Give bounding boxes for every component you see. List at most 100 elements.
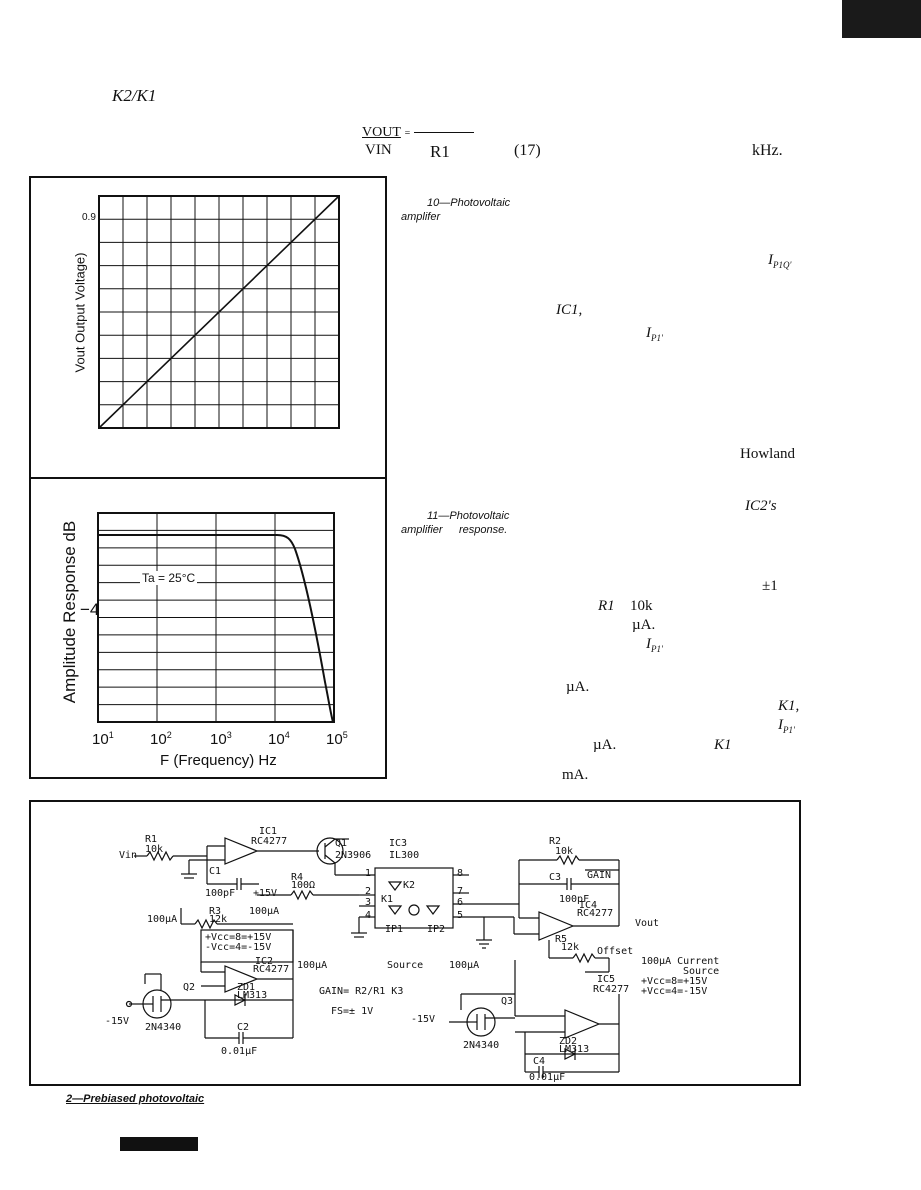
label-pin-5: 5 bbox=[457, 910, 464, 921]
fig10-ytick-top: 0.9 bbox=[82, 212, 96, 223]
eq-denominator: VIN bbox=[365, 142, 392, 158]
label-q1: Q1 bbox=[335, 838, 348, 849]
fig11-ylabel: Amplitude Response dB bbox=[60, 520, 79, 704]
eq-numerator: VOUT bbox=[362, 125, 401, 140]
khz-text: kHz. bbox=[752, 142, 783, 159]
k1-text-b: K1 bbox=[714, 737, 732, 753]
label-100ua-d: 100µA bbox=[449, 960, 480, 971]
label-vcc4b: +Vcc=4=-15V bbox=[641, 986, 708, 997]
ic1-ref: IC1, bbox=[556, 302, 583, 318]
eq-equals: = bbox=[404, 128, 411, 139]
label-c2-value: 0.01µF bbox=[221, 1046, 258, 1057]
label-vin: Vin bbox=[119, 850, 138, 861]
label-c1-value: 100pF bbox=[205, 888, 236, 899]
fig10-ylabel: Vout Output Voltage) bbox=[72, 252, 88, 373]
label-c2: C2 bbox=[237, 1022, 250, 1033]
label-ic1: IC1 bbox=[259, 826, 278, 837]
label-pin-8: 8 bbox=[457, 868, 464, 879]
label-pin-1: 1 bbox=[365, 868, 372, 879]
label-r1-value: 10k bbox=[145, 844, 164, 855]
label-minus15b: -15V bbox=[411, 1014, 436, 1025]
label-current-source-2: Source bbox=[683, 966, 720, 977]
label-k2: K2 bbox=[403, 880, 416, 891]
label-q3: Q3 bbox=[501, 996, 514, 1007]
label-100ua-c: 100µA bbox=[297, 960, 328, 971]
fig11-caption-word1: amplifier bbox=[401, 524, 443, 536]
label-ic2: IC2 bbox=[255, 956, 274, 967]
fig11-annotation: Ta = 25°C bbox=[140, 571, 198, 585]
fig11-caption-num: 11—Photovoltaic bbox=[427, 510, 510, 522]
label-vout: Vout bbox=[635, 918, 660, 929]
label-zd2-part: LM313 bbox=[559, 1044, 590, 1055]
label-c1: C1 bbox=[209, 866, 222, 877]
schematic-caption: 2—Prebiased photovoltaic bbox=[66, 1093, 205, 1105]
k1-text-a: K1, bbox=[778, 698, 800, 714]
fig11-xlabel: F (Frequency) Hz bbox=[160, 752, 277, 769]
label-pin-2: 2 bbox=[365, 886, 372, 897]
howland-text: Howland bbox=[740, 446, 795, 462]
fig11-xtick-1: 101 bbox=[92, 730, 114, 748]
label-pin-4: 4 bbox=[365, 910, 372, 921]
label-offset: Offset bbox=[597, 946, 634, 957]
label-zd1-part: LM313 bbox=[237, 990, 268, 1001]
label-q2: Q2 bbox=[183, 982, 196, 993]
ip1-symbol-b: IP1' bbox=[646, 636, 663, 654]
equation: VOUT = bbox=[362, 124, 475, 141]
ic2s-text: IC2's bbox=[745, 498, 777, 514]
label-ic5-part: RC4277 bbox=[593, 984, 630, 995]
label-ic1-part: RC4277 bbox=[251, 836, 288, 847]
label-source: Source bbox=[387, 960, 424, 971]
ip1-symbol-a: IP1' bbox=[646, 325, 663, 343]
ip1q-symbol: IP1Q' bbox=[768, 252, 792, 270]
label-minus15a: -15V bbox=[105, 1016, 130, 1027]
footer-bar bbox=[120, 1137, 198, 1151]
fig10-caption-num: 10—Photovoltaic bbox=[427, 197, 511, 209]
eq-bar bbox=[414, 132, 475, 134]
label-r5: R5 bbox=[555, 934, 568, 945]
corner-mark bbox=[842, 0, 921, 38]
label-ip1: IP1 bbox=[385, 924, 404, 935]
label-zd1: ZD1 bbox=[237, 982, 256, 993]
label-pin-6: 6 bbox=[457, 897, 464, 908]
label-q1-part: 2N3906 bbox=[335, 850, 372, 861]
fig11-ytick: −4 bbox=[80, 600, 100, 619]
label-r4: R4 bbox=[291, 872, 304, 883]
label-vcc4: -Vcc=4=-15V bbox=[205, 942, 272, 953]
schematic-wiring bbox=[125, 837, 620, 1078]
label-r3-value: 12k bbox=[209, 914, 228, 925]
label-r1: R1 bbox=[145, 834, 158, 845]
label-ic3-part: IL300 bbox=[389, 850, 420, 861]
pm1-text: ±1 bbox=[762, 578, 778, 594]
label-c4: C4 bbox=[533, 1056, 546, 1067]
label-k1: K1 bbox=[381, 894, 394, 905]
label-vcc8b: +Vcc=8=+15V bbox=[641, 976, 708, 987]
label-q3-part: 2N4340 bbox=[463, 1040, 500, 1051]
label-c4-value: 0.01µF bbox=[529, 1072, 566, 1083]
fig11-xtick-4: 104 bbox=[268, 730, 290, 748]
label-r2: R2 bbox=[549, 836, 562, 847]
label-q2-part: 2N4340 bbox=[145, 1022, 182, 1033]
label-ic2-part: RC4277 bbox=[253, 964, 290, 975]
label-gain: GAIN= R2/R1 K3 bbox=[319, 986, 404, 997]
label-pin-3: 3 bbox=[365, 897, 372, 908]
label-fs: FS=± 1V bbox=[331, 1006, 374, 1017]
figure-11-plot bbox=[97, 512, 335, 723]
label-ic4: IC4 bbox=[579, 900, 598, 911]
tenk-text: 10k bbox=[630, 598, 653, 614]
label-zd2: ZD2 bbox=[559, 1036, 578, 1047]
eq-number: (17) bbox=[514, 142, 541, 159]
label-ic3: IC3 bbox=[389, 838, 408, 849]
ua-text-2: µA. bbox=[566, 679, 590, 695]
label-c3: C3 bbox=[549, 872, 562, 883]
label-ic4-part: RC4277 bbox=[577, 908, 614, 919]
fig11-curve bbox=[98, 534, 334, 723]
schematic-box bbox=[29, 800, 801, 1086]
ma-text: mA. bbox=[562, 767, 589, 783]
fig10-curve bbox=[98, 195, 340, 429]
r1-text: R1 bbox=[598, 598, 615, 614]
label-ic5: IC5 bbox=[597, 974, 616, 985]
label-plus15: +15V bbox=[253, 888, 278, 899]
label-100ua-a: 100µA bbox=[147, 914, 178, 925]
figure-10-plot bbox=[98, 195, 340, 429]
fig11-xtick-2: 102 bbox=[150, 730, 172, 748]
